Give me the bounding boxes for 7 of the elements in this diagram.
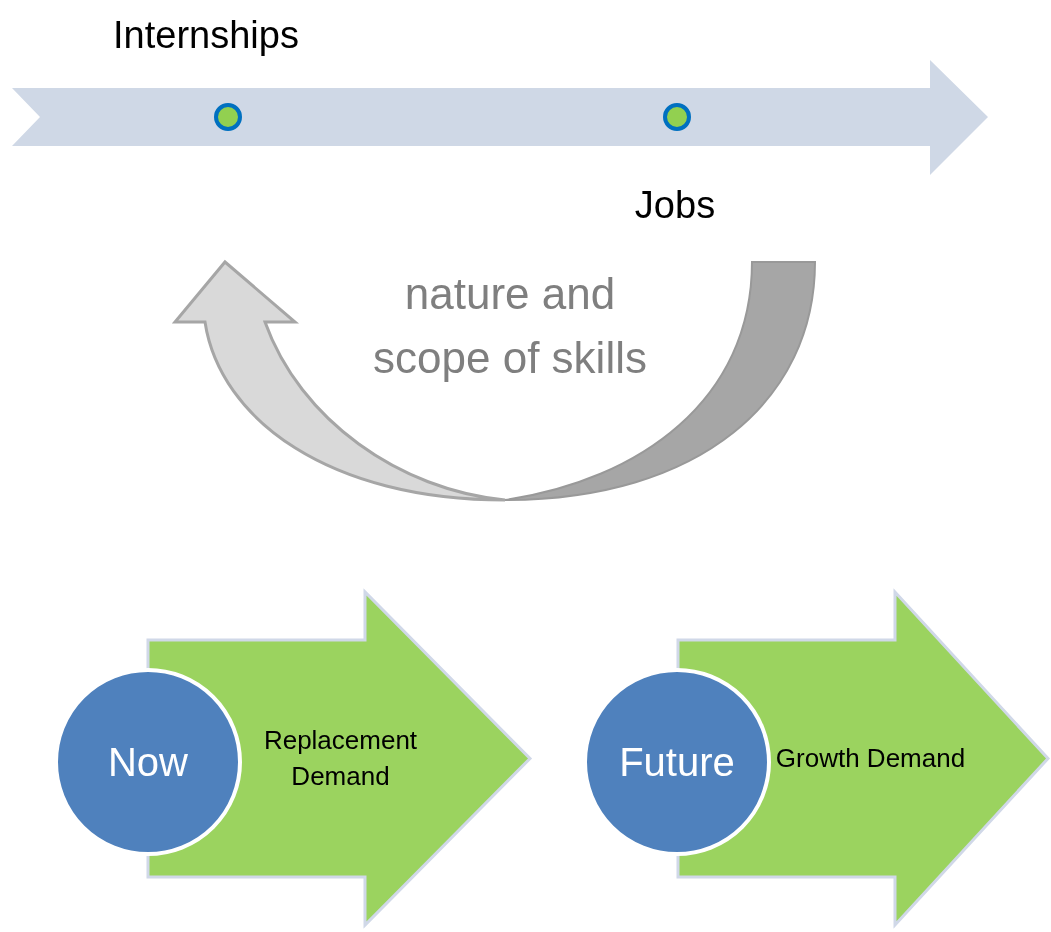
text-label: Internships: [113, 13, 300, 58]
node-label: Now: [108, 739, 188, 786]
node-label: Future: [619, 739, 735, 786]
node-label: Growth Demand: [775, 741, 966, 775]
text-label: Jobs: [633, 183, 717, 228]
node-label: Replacement Demand: [262, 724, 419, 793]
text-label: nature and scope of skills: [372, 268, 648, 384]
